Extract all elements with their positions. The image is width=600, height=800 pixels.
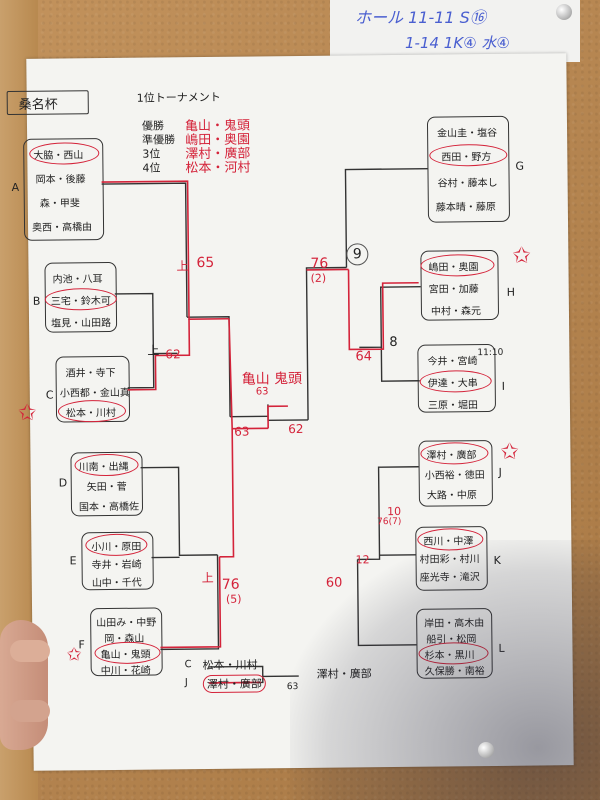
star-mark-c: ✩ — [17, 400, 37, 426]
bracket-lines — [101, 167, 428, 684]
champion-handwriting: 亀山 鬼頭 — [241, 370, 303, 388]
third-place-winner: 澤村・廣部 — [316, 667, 372, 681]
top-paper — [330, 0, 580, 62]
center-score: 63 — [255, 386, 269, 398]
star-mark-f: ✩ — [66, 644, 82, 666]
top-note-line1: ホール 11-11 S⑯ — [355, 8, 486, 27]
up-label-2: 上 — [147, 343, 160, 358]
bracket-sheet: 桑名杯 1位トーナメント 優勝 亀山・鬼頭 準優勝 嶋田・奥園 3位 澤村・廣部… — [6, 53, 574, 771]
star-mark-h: ✩ — [512, 243, 531, 269]
score-left-mid: 62 — [165, 347, 181, 362]
score-bottom-left: 76 — [221, 576, 240, 593]
time-note: 11:10 — [477, 347, 504, 359]
push-pin — [556, 4, 572, 20]
third-c-letter: C — [184, 659, 192, 671]
third-place-score: 63 — [286, 682, 299, 693]
score-top-left: 65 — [196, 254, 215, 272]
score-bottom-left-sub: (5) — [225, 592, 242, 606]
score-twelve: 12 — [355, 553, 370, 567]
score-right-mid: 64 — [355, 349, 373, 365]
score-right-bottom: 60 — [325, 575, 343, 591]
group-letter-a: A — [11, 180, 20, 195]
third-j-team: 澤村・廣部 — [202, 674, 266, 694]
round-number-circle: 9 — [346, 243, 369, 266]
score-j: 76(7) — [377, 516, 402, 528]
score-ten: 10 — [386, 504, 402, 519]
score-top-right-sub: (2) — [310, 271, 327, 285]
push-pin-bottom — [478, 742, 494, 758]
top-note-line2: 1-14 1K④ 水④ — [405, 34, 510, 52]
score-top-right: 76 — [310, 255, 329, 272]
third-j-letter: J — [184, 677, 188, 689]
third-c-team: 松本・川村 — [202, 658, 258, 673]
score-final-left: 63 — [234, 424, 250, 439]
star-mark-j: ✩ — [500, 439, 520, 465]
score-final-right: 62 — [288, 421, 304, 437]
round-eight: 8 — [389, 334, 398, 351]
hand — [0, 620, 50, 750]
up-label-1: 上 — [176, 259, 189, 274]
up-label-3: 上 — [201, 570, 214, 586]
